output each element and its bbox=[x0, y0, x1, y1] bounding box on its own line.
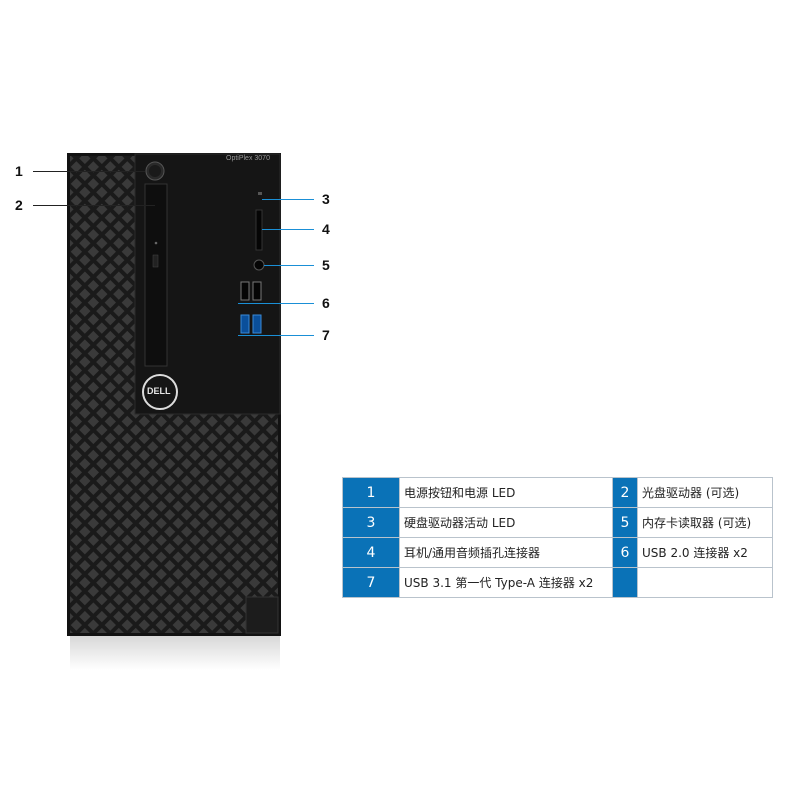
legend-row: 1 电源按钮和电源 LED 2 光盘驱动器 (可选) bbox=[342, 477, 773, 508]
legend-number: 5 bbox=[612, 507, 638, 538]
callout-2: 2 bbox=[15, 197, 23, 213]
legend-description: 内存卡读取器 (可选) bbox=[637, 507, 773, 538]
callout-3: 3 bbox=[322, 191, 330, 207]
legend-number bbox=[612, 567, 638, 598]
sd-card-slot-icon bbox=[255, 209, 263, 251]
legend-description bbox=[637, 567, 773, 598]
leader-6 bbox=[238, 303, 314, 304]
leader-3 bbox=[262, 199, 314, 200]
optical-drive-bay bbox=[144, 183, 168, 367]
legend-row: 7 USB 3.1 第一代 Type-A 连接器 x2 bbox=[342, 567, 773, 598]
usb2-port-icon bbox=[240, 281, 250, 301]
legend-description: USB 3.1 第一代 Type-A 连接器 x2 bbox=[399, 567, 613, 598]
legend-description: 硬盘驱动器活动 LED bbox=[399, 507, 613, 538]
optical-eject-hole bbox=[154, 241, 158, 245]
legend-description-text: USB 2.0 连接器 x2 bbox=[642, 546, 748, 560]
callout-4: 4 bbox=[322, 221, 330, 237]
optical-eject-button bbox=[152, 254, 159, 268]
leader-1 bbox=[33, 171, 145, 172]
legend-description-text: 硬盘驱动器活动 LED bbox=[404, 516, 516, 530]
legend-description-text: 内存卡读取器 (可选) bbox=[642, 516, 752, 530]
legend-number: 7 bbox=[342, 567, 400, 598]
legend-description: USB 2.0 连接器 x2 bbox=[637, 537, 773, 568]
floor-reflection bbox=[70, 636, 280, 670]
legend-description-text: 耳机/通用音频插孔连接器 bbox=[404, 546, 541, 560]
leader-2 bbox=[33, 205, 155, 206]
callout-7: 7 bbox=[322, 327, 330, 343]
callout-6: 6 bbox=[322, 295, 330, 311]
callout-5: 5 bbox=[322, 257, 330, 273]
legend-description-text: USB 3.1 第一代 Type-A 连接器 x2 bbox=[404, 576, 594, 590]
legend-table: 1 电源按钮和电源 LED 2 光盘驱动器 (可选) 3 硬盘驱动器活动 LED… bbox=[342, 477, 773, 598]
legend-number: 3 bbox=[342, 507, 400, 538]
legend-description-text: 光盘驱动器 (可选) bbox=[642, 486, 740, 500]
callout-1: 1 bbox=[15, 163, 23, 179]
usb2-port-icon bbox=[252, 281, 262, 301]
legend-description: 电源按钮和电源 LED bbox=[399, 477, 613, 508]
usb3-port-icon bbox=[240, 314, 250, 334]
legend-number: 1 bbox=[342, 477, 400, 508]
legend-number: 4 bbox=[342, 537, 400, 568]
legend-number: 2 bbox=[612, 477, 638, 508]
legend-row: 4 耳机/通用音频插孔连接器 6 USB 2.0 连接器 x2 bbox=[342, 537, 773, 568]
legend-description-text: 电源按钮和电源 LED bbox=[404, 486, 516, 500]
usb3-port-icon bbox=[252, 314, 262, 334]
lower-panel bbox=[245, 596, 279, 634]
leader-5 bbox=[264, 265, 314, 266]
power-button-inner bbox=[149, 165, 161, 177]
logo-text: DELL bbox=[147, 386, 171, 396]
legend-row: 3 硬盘驱动器活动 LED 5 内存卡读取器 (可选) bbox=[342, 507, 773, 538]
leader-7 bbox=[238, 335, 314, 336]
front-panel-edge bbox=[134, 153, 281, 415]
legend-description: 耳机/通用音频插孔连接器 bbox=[399, 537, 613, 568]
legend-description: 光盘驱动器 (可选) bbox=[637, 477, 773, 508]
leader-4 bbox=[262, 229, 314, 230]
dell-logo-icon bbox=[142, 374, 178, 410]
headset-jack-icon bbox=[253, 259, 265, 271]
hdd-activity-icon bbox=[258, 192, 262, 195]
model-label: OptiPlex 3070 bbox=[226, 155, 270, 162]
legend-number: 6 bbox=[612, 537, 638, 568]
